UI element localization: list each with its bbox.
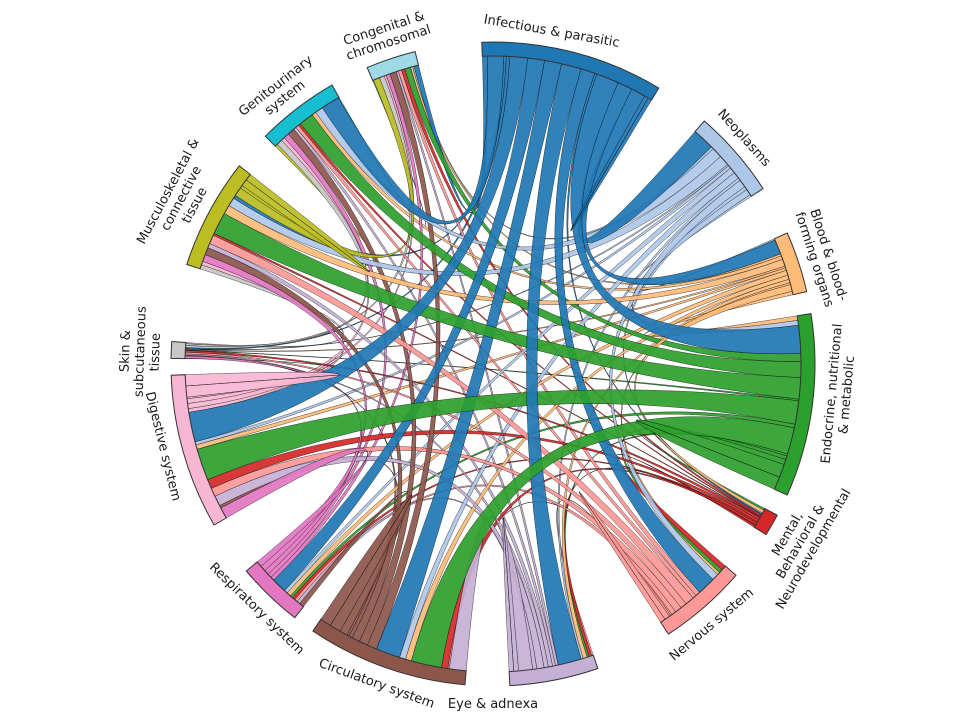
arc-mental [753,507,778,536]
label-skin-line: tissue [148,333,164,372]
label-congenital: Congenital &chromosomal [342,9,433,64]
arc-respiratory [245,561,305,619]
label-endocrine: Endocrine, nutritional& metabolic [819,323,858,464]
label-mental: Mental,Behavioral &Neurodevelopmental [769,486,854,612]
arc-eye [508,654,599,687]
ribbons-layer [184,55,802,672]
label-eye: Eye & adnexa [448,697,538,712]
arc-infectious [481,41,660,101]
arc-neoplasms [694,120,764,197]
label-blood: Blood & blood-forming organs [792,207,851,309]
arc-blood [773,232,808,296]
arc-circulatory [312,618,467,686]
label-endocrine-line: & metabolic [836,355,858,435]
arc-musculoskeletal [186,165,252,270]
arc-congenital [366,50,420,82]
label-eye-line: Eye & adnexa [448,697,538,712]
label-skin-line: Skin & [117,330,133,372]
arcs-layer [170,41,816,687]
label-skin-line: subcutaneous [132,306,150,398]
arc-endocrine [773,313,816,496]
ribbon-eye-circulatory [449,516,533,672]
arc-genitourinary [264,84,340,147]
arc-digestive [170,374,227,526]
arc-nervous [660,565,737,635]
arc-skin [170,340,187,360]
